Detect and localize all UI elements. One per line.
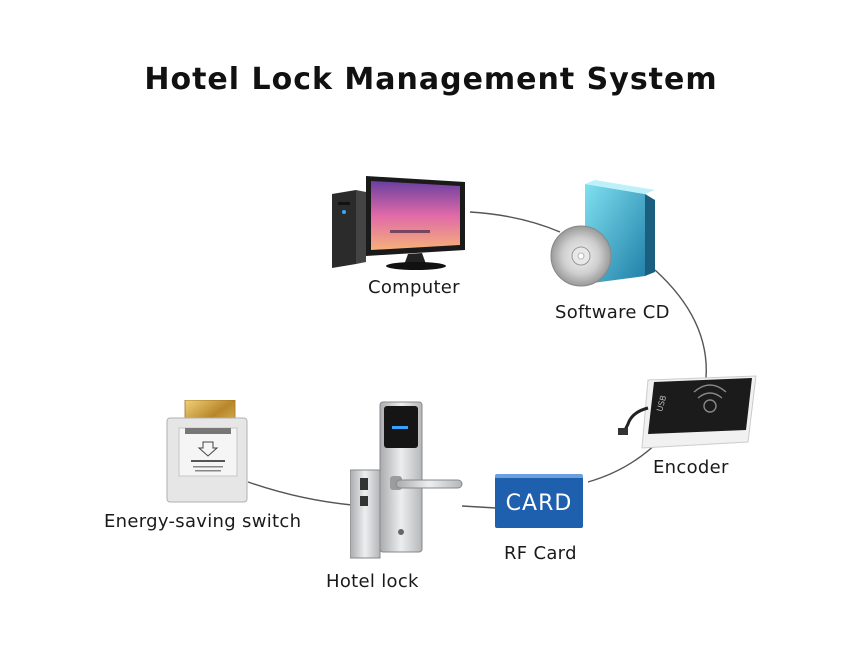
encoder-node: USB (618, 368, 763, 453)
svg-text:USB: USB (655, 394, 668, 412)
rf-card-label: RF Card (504, 543, 577, 564)
hotel-lock-node (349, 400, 465, 560)
hotel-lock-label: Hotel lock (326, 571, 419, 592)
rf-card-icon: CARD (495, 474, 583, 528)
energy-switch-node (165, 399, 250, 505)
hotel-lock-icon (349, 401, 463, 559)
rf-card-node: CARD (495, 474, 585, 530)
computer-icon (332, 176, 465, 270)
connector-software-encoder (654, 269, 707, 379)
connector-card-lock (461, 505, 497, 509)
diagram-title: Hotel Lock Management System (144, 62, 718, 97)
encoder-label: Encoder (653, 457, 729, 478)
energy-switch-icon (166, 399, 248, 503)
encoder-icon: USB (618, 375, 757, 449)
software-cd-node (545, 180, 660, 290)
connector-lock-switch (247, 481, 353, 506)
software-cd-icon (550, 180, 655, 287)
rf-card-text: CARD (505, 490, 573, 516)
energy-switch-label: Energy-saving switch (104, 511, 302, 532)
connector-computer-software (469, 211, 561, 233)
computer-label: Computer (368, 277, 460, 298)
software-cd-label: Software CD (555, 302, 670, 323)
computer-node (330, 172, 475, 272)
